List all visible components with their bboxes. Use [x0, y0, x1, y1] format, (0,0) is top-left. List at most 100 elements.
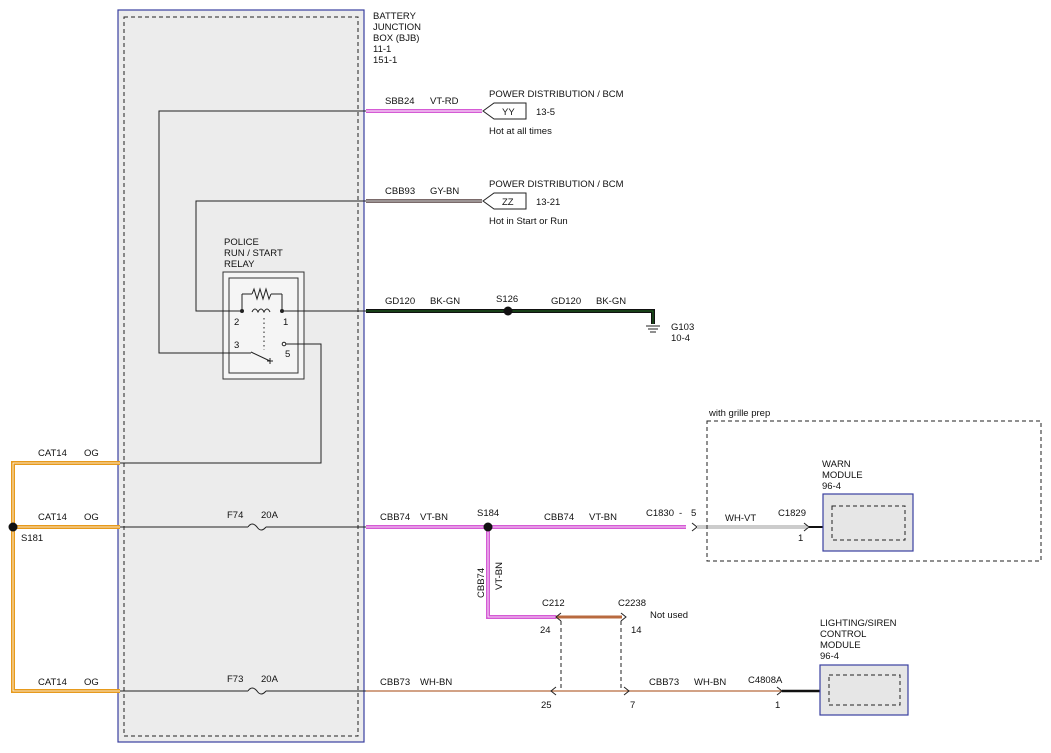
- relay-pin-2-label: 2: [234, 317, 239, 328]
- grille-prep-option-box: [706, 420, 1042, 562]
- cat14-top-circuit: CAT14: [38, 448, 67, 459]
- lighting-module-title: LIGHTING/SIREN CONTROL MODULE 96-4: [820, 618, 897, 662]
- lighting-module-inner: [828, 674, 901, 706]
- cbb74-vert-circuit: CBB74: [476, 568, 487, 598]
- relay-pin-1-label: 1: [283, 317, 288, 328]
- svg-text:96-4: 96-4: [820, 651, 839, 662]
- relay-outer-box: [222, 271, 305, 380]
- relay-pin-3-label: 3: [234, 340, 239, 351]
- bjb-title: BATTERY JUNCTION BOX (BJB) 11-1 151-1: [373, 11, 421, 66]
- fuse-f73-icon: [247, 687, 267, 695]
- c4808a-pin: 1: [775, 700, 780, 711]
- ground-page: 10-4: [671, 333, 690, 344]
- splice-s181-label: S181: [21, 533, 43, 544]
- svg-text:11-1: 11-1: [373, 44, 391, 55]
- c212-pin-top: 24: [540, 625, 551, 636]
- splice-s184-label: S184: [477, 508, 499, 519]
- cbb73-b-circuit: CBB73: [649, 677, 679, 688]
- sbb24-circuit: SBB24: [385, 96, 415, 107]
- c2238-pin-top: 14: [631, 625, 642, 636]
- zz-code: ZZ: [502, 197, 514, 208]
- svg-text:MODULE: MODULE: [822, 470, 863, 481]
- cbb74-vert-color: VT-BN: [494, 562, 505, 590]
- cbb93-circuit: CBB93: [385, 186, 415, 197]
- c1830-pin: 5: [691, 508, 696, 519]
- c1829-id: C1829: [778, 508, 806, 519]
- c2238-pin-bot: 7: [630, 700, 635, 711]
- zz-connector-ref-icon: [482, 192, 527, 210]
- ground-id: G103: [671, 322, 694, 333]
- fuse-f74-id: F74: [227, 510, 243, 521]
- cat14-bot-circuit: CAT14: [38, 677, 67, 688]
- cbb93-color: GY-BN: [430, 186, 459, 197]
- relay-switch-icon: [250, 341, 287, 364]
- not-used-label: Not used: [650, 610, 688, 621]
- c1830-sep: -: [679, 508, 682, 519]
- gd120-b-circuit: GD120: [551, 296, 581, 307]
- gd120-a-circuit: GD120: [385, 296, 415, 307]
- lighting-module-box: [819, 664, 909, 716]
- zz-ref-title: POWER DISTRIBUTION / BCM: [489, 179, 624, 190]
- c2238-bot-connector-icon: [623, 686, 630, 696]
- relay-coil-resistor-icon: [241, 287, 283, 350]
- svg-text:BATTERY: BATTERY: [373, 11, 417, 22]
- c4808a-id: C4808A: [748, 675, 783, 686]
- svg-text:MODULE: MODULE: [820, 640, 861, 651]
- svg-text:CONTROL: CONTROL: [820, 629, 866, 640]
- cat14-top-color: OG: [84, 448, 99, 459]
- wire-cat14-loop: [11, 461, 120, 693]
- svg-text:151-1: 151-1: [373, 55, 397, 66]
- c1829-pin: 1: [798, 533, 803, 544]
- cbb73-b-color: WH-BN: [694, 677, 726, 688]
- gd120-a-color: BK-GN: [430, 296, 460, 307]
- svg-text:BOX (BJB): BOX (BJB): [373, 33, 419, 44]
- c212-id: C212: [542, 598, 565, 609]
- svg-text:POLICE: POLICE: [224, 237, 259, 248]
- fuse-f74-icon: [247, 523, 267, 531]
- relay-title: POLICE RUN / START RELAY: [224, 237, 283, 270]
- relay-pin-5-label: 5: [285, 349, 290, 360]
- cat14-bot-color: OG: [84, 677, 99, 688]
- c1830-connector-icon: [691, 522, 698, 532]
- c212-bot-connector-icon: [550, 686, 557, 696]
- warn-module-title: WARN MODULE 96-4: [822, 459, 863, 492]
- zz-page: 13-21: [536, 197, 560, 208]
- svg-text:96-4: 96-4: [822, 481, 841, 492]
- bjb-internal-wires: [120, 110, 366, 692]
- c212-pin-bot: 25: [541, 700, 552, 711]
- warn-module-box: [822, 493, 914, 552]
- sbb24-color: VT-RD: [430, 96, 459, 107]
- zz-note: Hot in Start or Run: [489, 216, 568, 227]
- splice-s126-label: S126: [496, 294, 518, 305]
- cbb74-a-circuit: CBB74: [380, 512, 410, 523]
- cbb73-a-color: WH-BN: [420, 677, 452, 688]
- svg-text:WARN: WARN: [822, 459, 851, 470]
- cbb74-b-circuit: CBB74: [544, 512, 574, 523]
- gd120-b-color: BK-GN: [596, 296, 626, 307]
- relay-inner-box: [228, 277, 299, 374]
- svg-text:JUNCTION: JUNCTION: [373, 22, 421, 33]
- yy-code: YY: [502, 107, 515, 118]
- whvt-color: WH-VT: [725, 513, 756, 524]
- c212-top-connector-icon: [555, 612, 562, 622]
- yy-page: 13-5: [536, 107, 555, 118]
- fuse-f73-id: F73: [227, 674, 243, 685]
- splice-s126-dot: [503, 306, 513, 316]
- warn-module-inner: [831, 505, 906, 541]
- c2238-id: C2238: [618, 598, 646, 609]
- cbb73-a-circuit: CBB73: [380, 677, 410, 688]
- yy-note: Hot at all times: [489, 126, 552, 137]
- grille-prep-label: with grille prep: [708, 408, 770, 419]
- ground-icon: [646, 325, 660, 333]
- splice-s181-dot: [8, 522, 18, 532]
- cat14-mid-circuit: CAT14: [38, 512, 67, 523]
- cbb74-b-color: VT-BN: [589, 512, 617, 523]
- c1830-id: C1830: [646, 508, 674, 519]
- svg-text:RELAY: RELAY: [224, 259, 255, 270]
- fuse-f74-rating: 20A: [261, 510, 279, 521]
- c2238-top-connector-icon: [620, 612, 627, 622]
- svg-text:LIGHTING/SIREN: LIGHTING/SIREN: [820, 618, 897, 629]
- yy-ref-title: POWER DISTRIBUTION / BCM: [489, 89, 624, 100]
- svg-text:RUN / START: RUN / START: [224, 248, 283, 259]
